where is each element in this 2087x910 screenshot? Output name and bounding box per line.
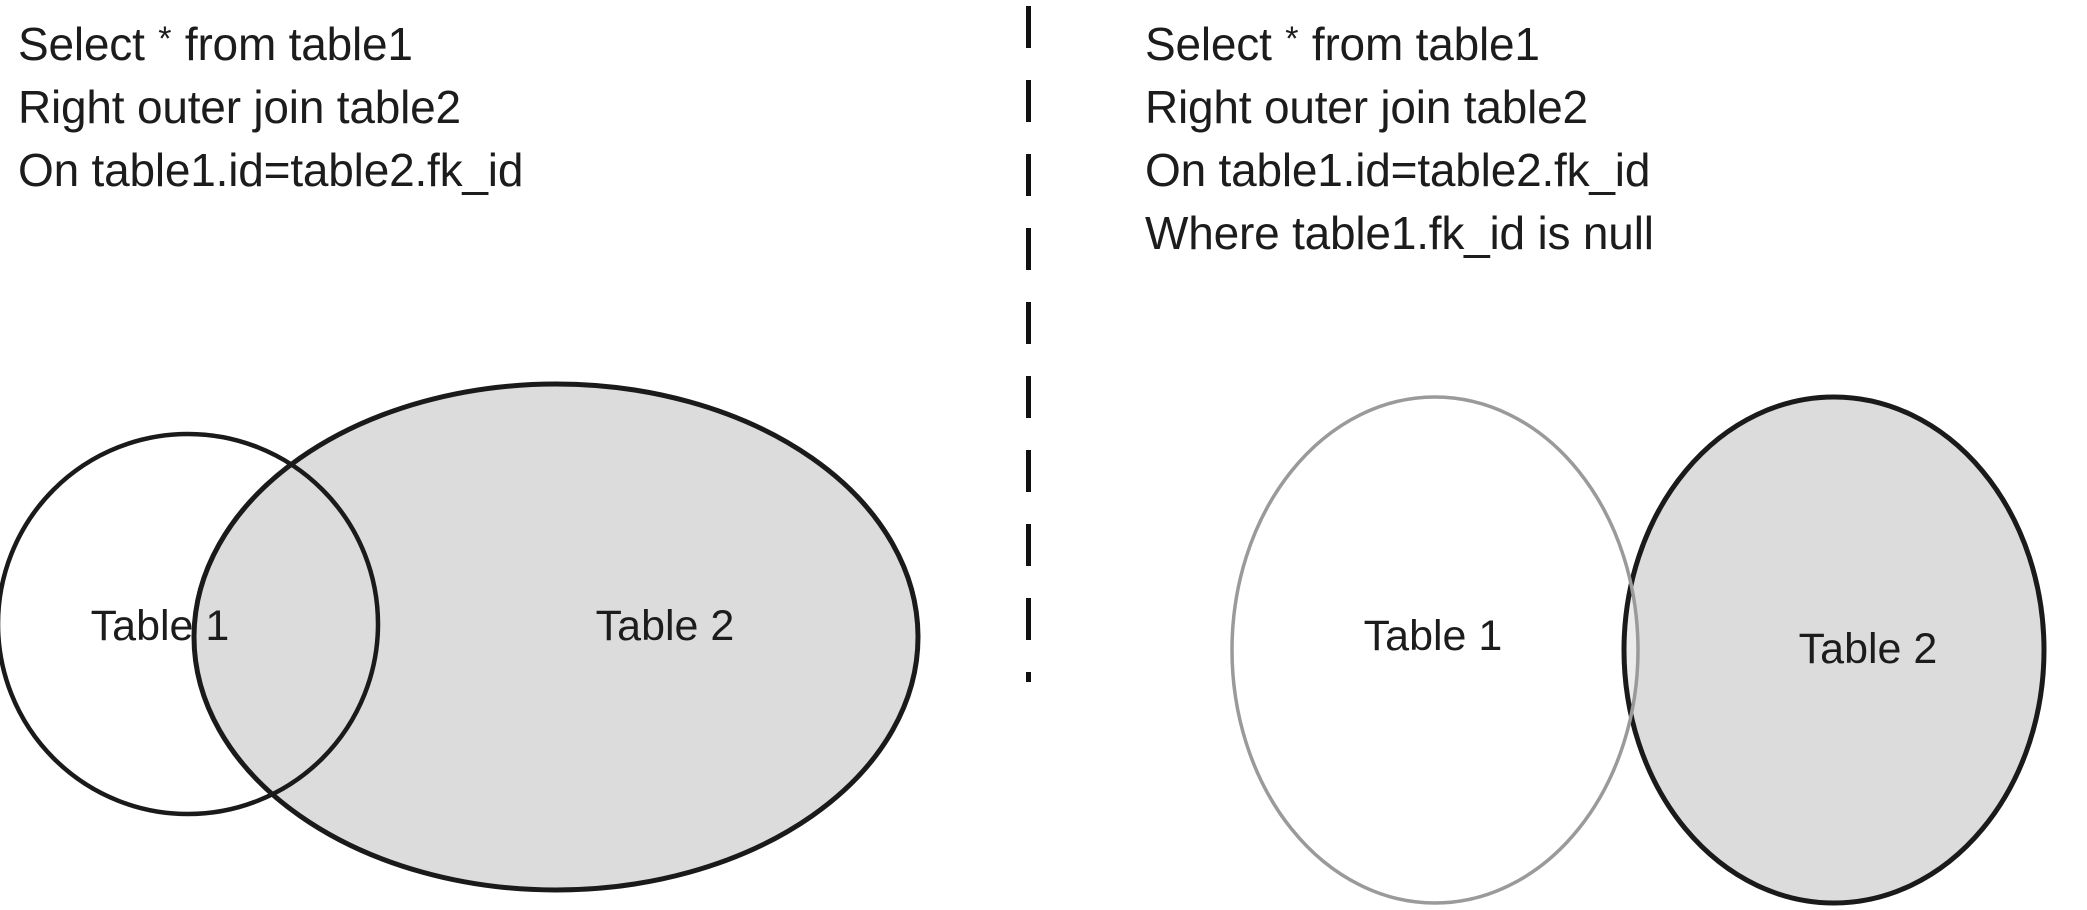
asterisk-glyph: *: [158, 20, 172, 58]
panel-left-right-outer-join: Select * from table1 Right outer join ta…: [0, 0, 1028, 910]
sql-query-left: Select * from table1 Right outer join ta…: [18, 8, 523, 202]
sql-line-1-post: from table1: [1299, 18, 1540, 70]
left-venn-table2-fill: [194, 384, 918, 890]
sql-query-right: Select * from table1 Right outer join ta…: [1145, 8, 1654, 265]
vertical-dashed-divider: [1026, 6, 1031, 682]
right-venn-table1-fill: [1232, 397, 1638, 903]
sql-line-1-post: from table1: [172, 18, 413, 70]
venn-diagram-left: Table 1 Table 2: [0, 381, 921, 893]
sql-line-1: Select * from table1: [1145, 8, 1654, 76]
right-venn-table1-label: Table 1: [1364, 612, 1503, 660]
sql-line-2: Right outer join table2: [1145, 81, 1588, 133]
right-venn-table2-outline: [1621, 394, 2047, 906]
right-venn-table2-label: Table 2: [1799, 625, 1938, 673]
left-venn-table1-outline: [0, 431, 381, 817]
left-venn-table2-label: Table 2: [596, 602, 735, 650]
sql-line-3: On table1.id=table2.fk_id: [18, 144, 524, 196]
sql-line-4: Where table1.fk_id is null: [1145, 207, 1654, 259]
left-venn-intersection-group: [194, 434, 378, 814]
left-venn-intersection-fill: [194, 434, 378, 814]
asterisk-glyph: *: [1285, 20, 1299, 58]
sql-line-1-pre: Select: [1145, 18, 1285, 70]
left-venn-table1-label: Table 1: [91, 602, 230, 650]
venn-diagram-right: Table 1 Table 2: [1230, 394, 2047, 906]
sql-line-3: On table1.id=table2.fk_id: [1145, 144, 1651, 196]
left-venn-table2-outline: [191, 381, 921, 893]
right-venn-table1-outline: [1230, 395, 1640, 905]
right-venn-table2-fill: [1624, 397, 2044, 903]
panel-right-outer-join-exclusive: Select * from table1 Right outer join ta…: [1028, 0, 2087, 910]
sql-line-2: Right outer join table2: [18, 81, 461, 133]
sql-line-1: Select * from table1: [18, 8, 523, 76]
sql-line-1-pre: Select: [18, 18, 158, 70]
